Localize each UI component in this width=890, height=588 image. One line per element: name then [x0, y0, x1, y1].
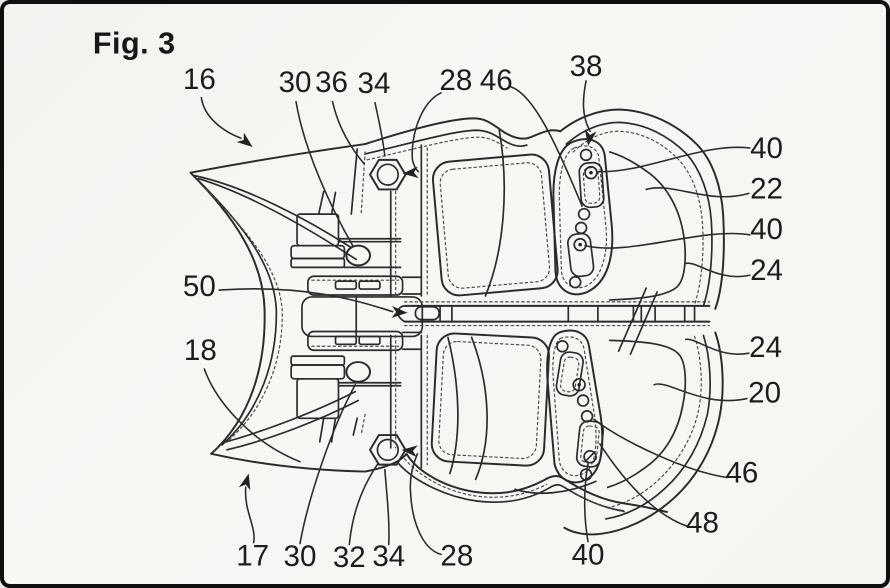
ref-label-38: 38 [570, 50, 603, 83]
upper-trim-panel [431, 129, 559, 297]
ref-label-48: 48 [686, 507, 719, 540]
arrowhead-50 [391, 306, 408, 318]
ref-label-24-right-1: 24 [750, 254, 783, 287]
ref-label-28-bottom: 28 [440, 539, 473, 572]
ref-label-36: 36 [315, 66, 348, 99]
ref-label-40-bottom: 40 [572, 538, 605, 571]
ref-label-30-bottom: 30 [284, 540, 317, 573]
ref-label-46-top: 46 [480, 64, 513, 97]
arrowhead-16 [236, 132, 253, 148]
pivot-knob-lower [345, 361, 372, 383]
left-fairing-shell [189, 143, 367, 473]
mounting-bracket-upper [552, 138, 614, 296]
reference-labels: 16 30 36 34 28 46 38 40 22 40 24 24 20 4… [183, 50, 783, 574]
ref-label-30-top: 30 [279, 66, 312, 99]
ref-label-50: 50 [183, 270, 216, 303]
leader-lines [200, 80, 751, 556]
ref-label-22: 22 [750, 172, 783, 205]
arrowhead-38 [584, 129, 597, 147]
ref-label-18: 18 [184, 334, 217, 367]
ref-label-28-top: 28 [439, 64, 472, 97]
arrowhead-28-bottom [401, 445, 418, 458]
ref-label-46-right: 46 [725, 456, 758, 489]
arrowheads [236, 129, 597, 491]
patent-figure-canvas: Fig. 3 16 30 36 34 28 46 38 40 22 40 24 … [93, 26, 783, 574]
center-joint-band [397, 287, 711, 356]
pivot-knob-upper [345, 244, 372, 267]
ref-label-34-top: 34 [358, 67, 391, 100]
ref-label-40-right-2: 40 [750, 213, 783, 246]
ref-label-24-right-2: 24 [749, 331, 782, 364]
lower-trim-panel [364, 332, 668, 513]
outer-frame [364, 108, 725, 536]
ref-label-40-right-1: 40 [750, 132, 783, 165]
arrowhead-28-top [402, 166, 419, 179]
arrowhead-17 [238, 473, 251, 491]
ref-label-17: 17 [236, 539, 269, 572]
ref-label-34-bottom: 34 [372, 540, 405, 573]
hex-bolt-upper [369, 158, 407, 191]
ref-label-16: 16 [183, 63, 216, 96]
ref-label-32: 32 [333, 541, 366, 574]
mounting-bracket-lower [546, 329, 605, 484]
ref-label-20: 20 [748, 377, 781, 410]
figure-title: Fig. 3 [93, 26, 176, 60]
